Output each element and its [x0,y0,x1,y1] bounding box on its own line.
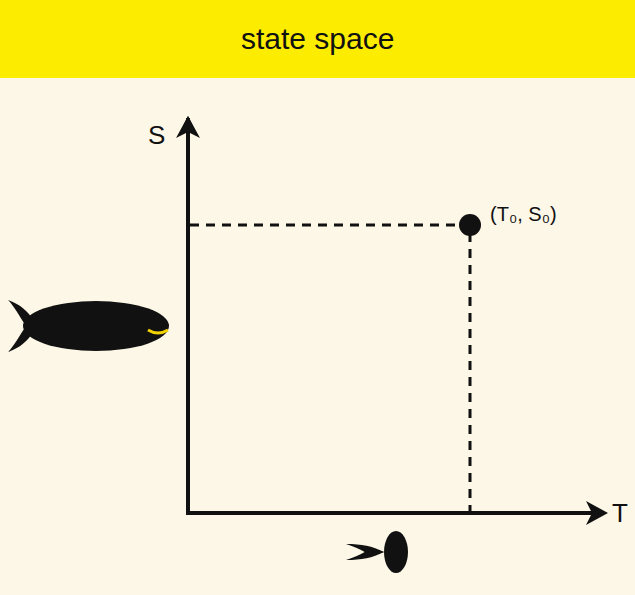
title-text: state space [241,24,394,54]
t-axis-head [586,501,608,525]
s-guide-line [190,224,462,227]
point-label: (T₀, S₀) [490,204,557,224]
s-axis-head [176,116,200,138]
state-point [459,214,481,236]
t-guide-line [469,233,472,511]
s-axis [186,118,190,513]
t-axis-label: T [612,500,628,526]
big-fish [8,300,169,352]
small-fish [346,531,408,573]
s-axis-label: S [148,122,165,148]
t-axis [186,511,600,515]
